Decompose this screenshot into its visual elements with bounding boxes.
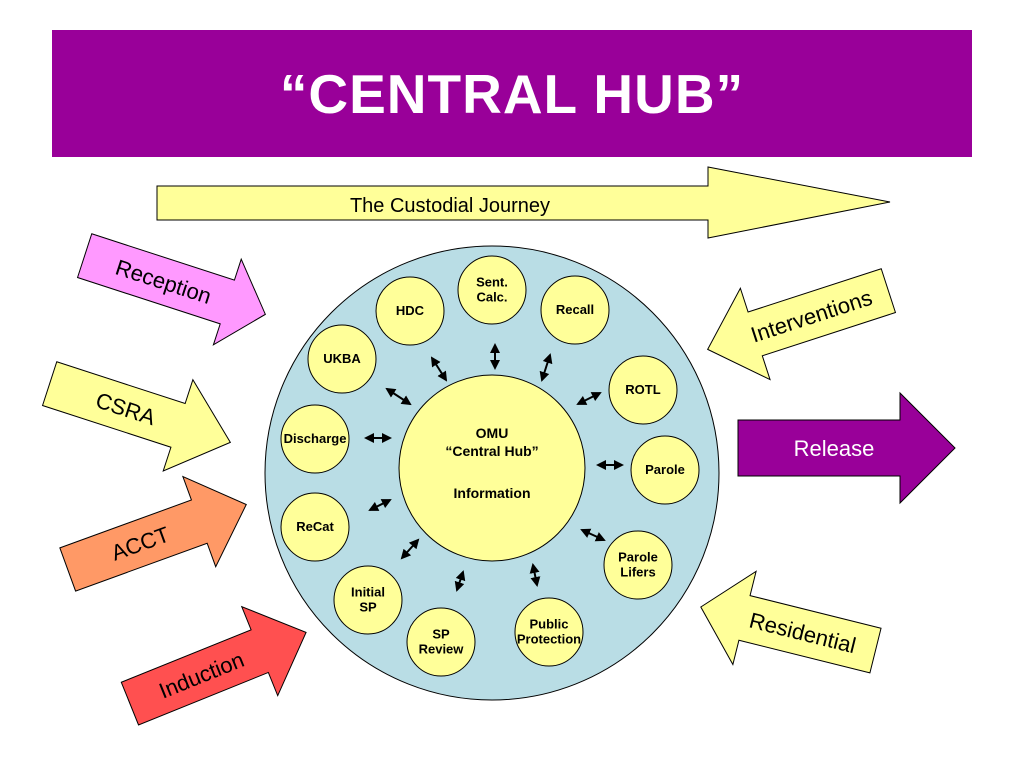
connector-arrow (385, 387, 412, 406)
node-label-sp-review-1: SP (432, 627, 450, 642)
node-label-initial-sp-2: SP (359, 600, 377, 615)
residential-arrow: Residential (700, 570, 882, 674)
connector-arrow (454, 570, 466, 592)
node-label-parole-lifers-2: Lifers (620, 565, 655, 580)
node-label-public-protection-1: Public (529, 617, 568, 632)
connector-arrow (539, 353, 553, 382)
connector-arrow (368, 499, 392, 511)
connector-arrow (580, 528, 606, 542)
hub-line-2: “Central Hub” (445, 443, 538, 459)
connector-arrow (430, 356, 448, 382)
node-label-rotl-1: ROTL (625, 382, 660, 397)
node-recat: ReCat (280, 492, 350, 562)
node-discharge: Discharge (280, 404, 350, 474)
custodial-journey-arrow: The Custodial Journey (156, 166, 891, 239)
node-label-public-protection-2: Protection (517, 632, 581, 647)
connector-arrow (529, 563, 541, 587)
connector-arrow (576, 392, 602, 405)
node-rotl: ROTL (608, 355, 678, 425)
induction-arrow: Induction (120, 605, 307, 726)
interventions-arrow: Interventions (706, 268, 897, 381)
node-label-recall-1: Recall (556, 302, 594, 317)
central-hub: OMU “Central Hub” Information (398, 374, 586, 562)
release-arrow: Release (737, 391, 956, 505)
node-label-initial-sp-1: Initial (351, 585, 385, 600)
hub-line-1: OMU (476, 425, 509, 441)
node-label-sp-review-2: Review (419, 642, 465, 657)
node-ukba: UKBA (307, 324, 377, 394)
custodial-journey-label: The Custodial Journey (350, 195, 550, 217)
node-label-parole-lifers-1: Parole (618, 550, 658, 565)
node-parole: Parole (630, 435, 700, 505)
connectors (364, 343, 624, 592)
csra-arrow: CSRA (41, 361, 232, 472)
node-recall: Recall (540, 275, 610, 345)
release-label: Release (794, 436, 875, 461)
node-sent-calc: Sent.Calc. (457, 255, 527, 325)
node-hdc: HDC (375, 276, 445, 346)
node-label-sent-calc-1: Sent. (476, 275, 508, 290)
node-label-hdc-1: HDC (396, 303, 425, 318)
page-title: “CENTRAL HUB” (279, 62, 745, 125)
hub-line-3: Information (454, 485, 531, 501)
connector-arrow (400, 538, 420, 560)
node-label-parole-1: Parole (645, 462, 685, 477)
acct-arrow: ACCT (59, 475, 247, 592)
node-label-sent-calc-2: Calc. (476, 290, 507, 305)
node-label-ukba-1: UKBA (323, 351, 361, 366)
node-label-recat-1: ReCat (296, 519, 334, 534)
title-bar: “CENTRAL HUB” (52, 30, 972, 157)
reception-arrow: Reception (76, 233, 266, 346)
node-label-discharge-1: Discharge (284, 431, 347, 446)
